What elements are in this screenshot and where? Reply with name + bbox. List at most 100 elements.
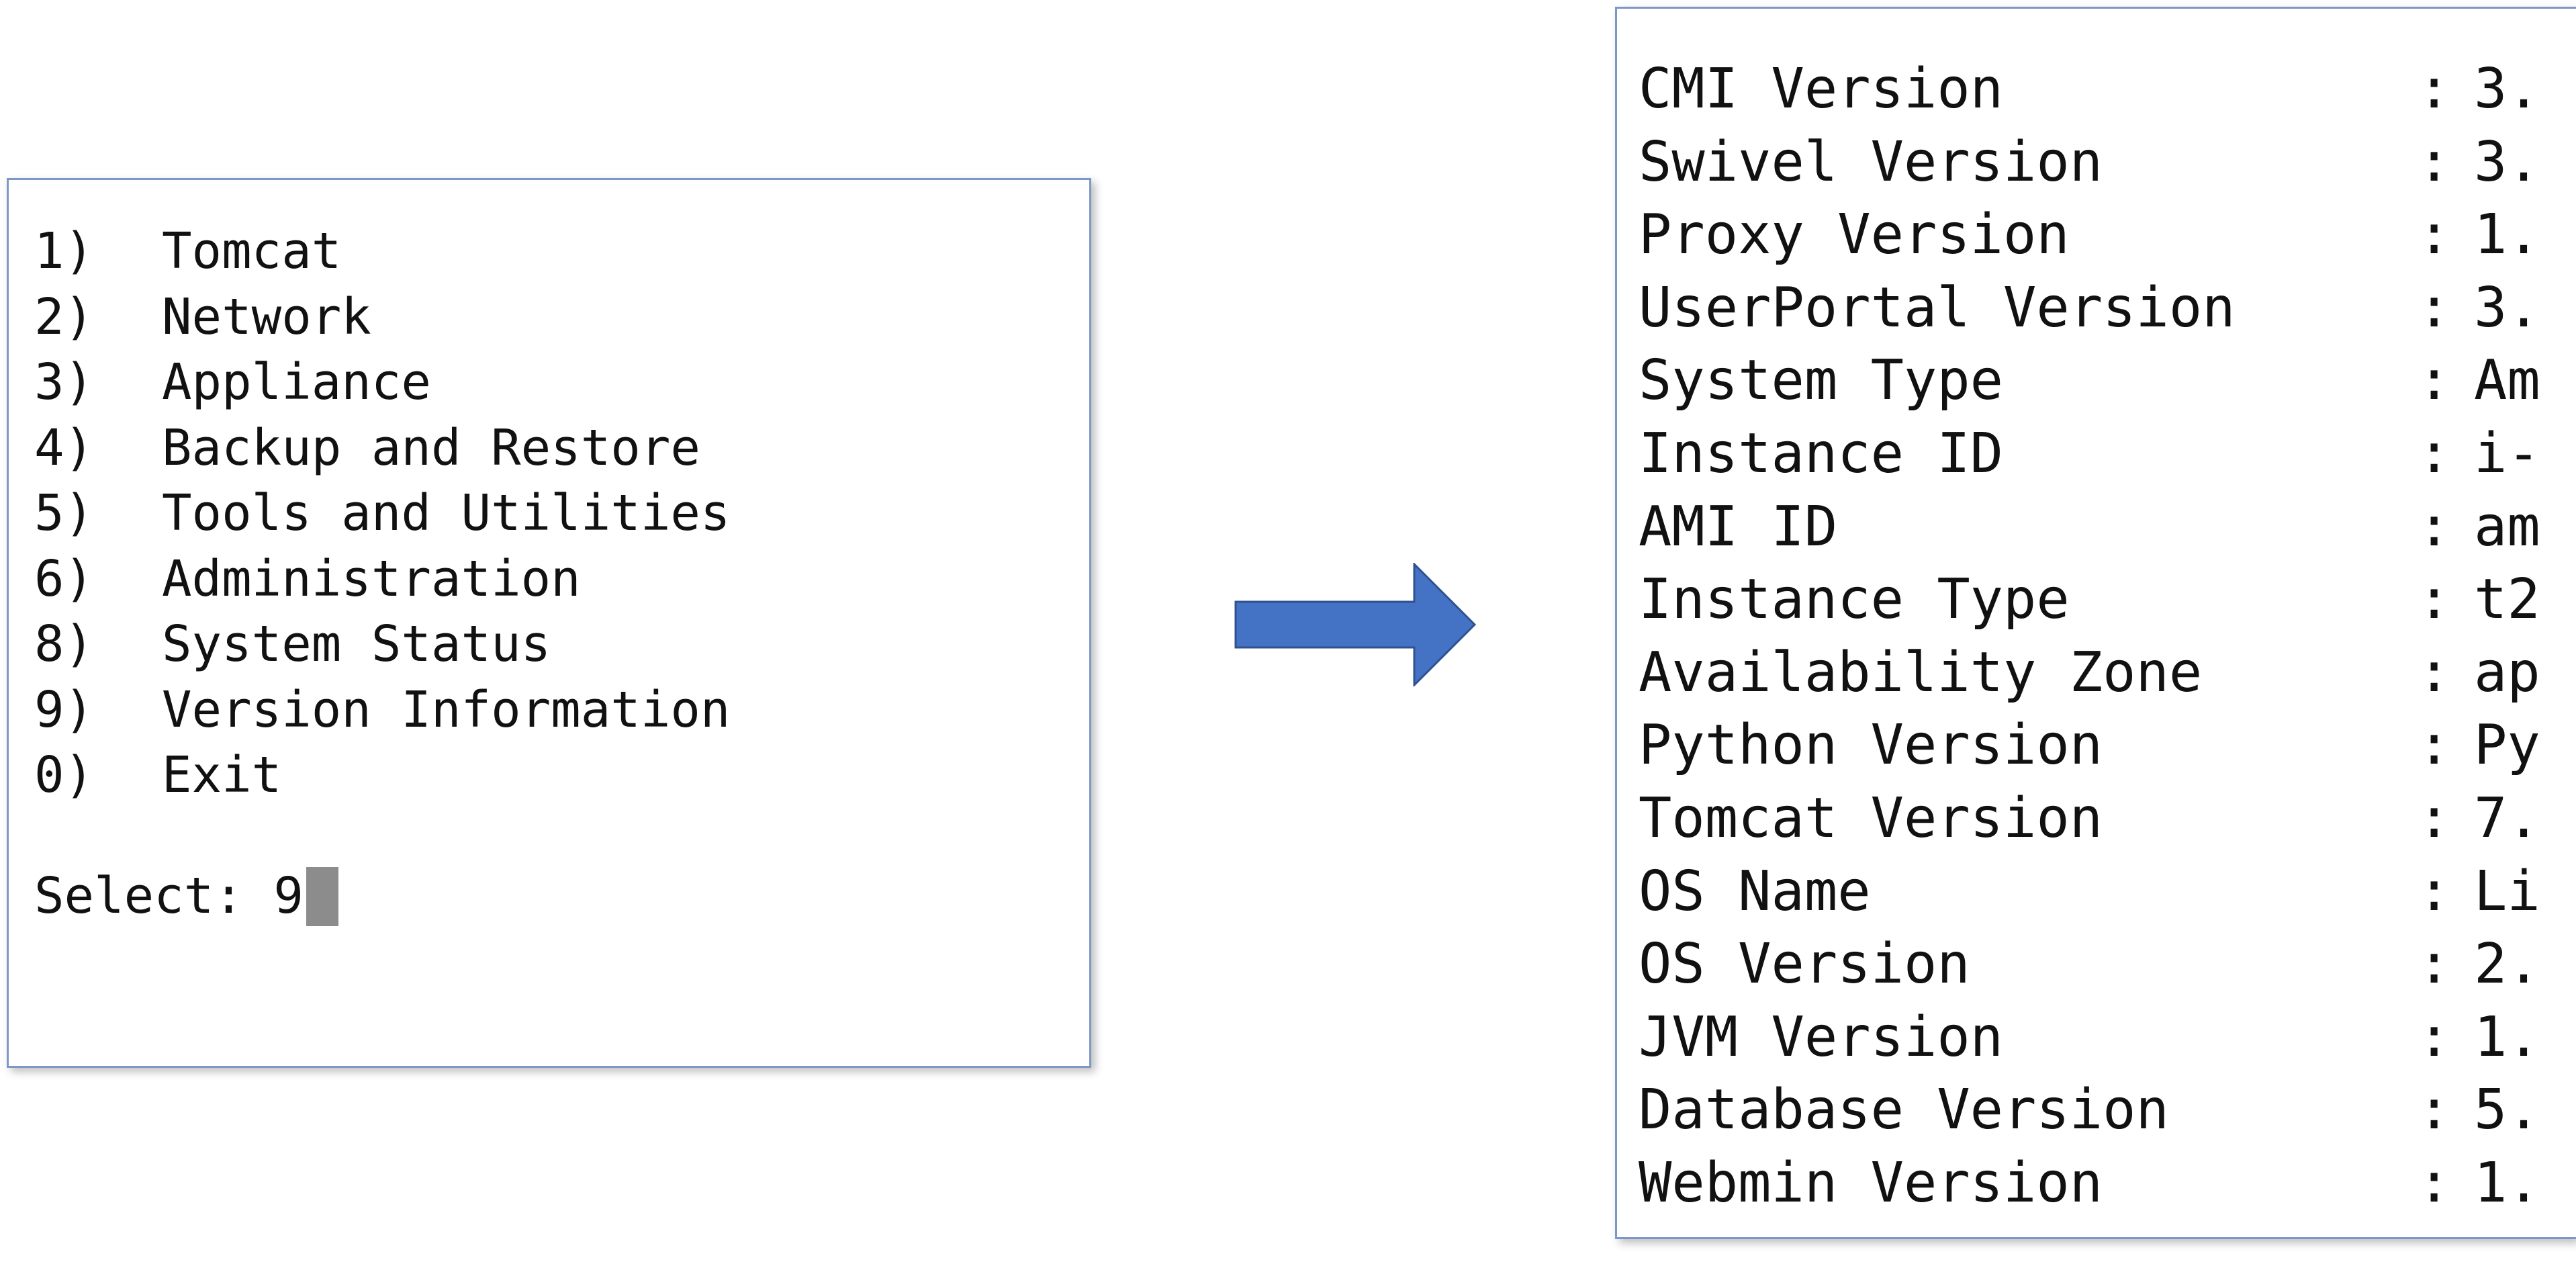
version-row-label: CMI Version <box>1639 57 2004 121</box>
version-row-value: Py <box>2474 713 2540 778</box>
version-row-value: 1. <box>2474 1150 2540 1215</box>
version-row: Availability Zone : ap <box>1639 637 2540 710</box>
version-row-value: Am <box>2474 349 2540 413</box>
menu-item-administration[interactable]: 6) Administration <box>34 547 730 613</box>
menu-item-number: 5) <box>34 484 95 542</box>
version-row-value: 3. <box>2474 275 2540 340</box>
version-row-separator: : <box>2418 859 2451 923</box>
version-row-label: AMI ID <box>1639 494 1838 559</box>
version-row: Instance Type : t2 <box>1639 563 2540 637</box>
version-row-label: Database Version <box>1639 1078 2169 1142</box>
menu-item-system-status[interactable]: 8) System Status <box>34 612 730 678</box>
version-row-separator: : <box>2418 1150 2451 1215</box>
menu-item-appliance[interactable]: 3) Appliance <box>34 350 730 416</box>
version-row: UserPortal Version : 3. <box>1639 272 2540 345</box>
version-row-label: Instance ID <box>1639 421 2004 486</box>
menu-item-number: 3) <box>34 353 95 411</box>
select-prompt[interactable]: Select: 9 <box>34 864 338 930</box>
menu-item-label: Version Information <box>162 680 731 739</box>
menu-item-number: 8) <box>34 615 95 673</box>
menu-item-label: System Status <box>162 615 551 673</box>
version-row-label: System Type <box>1639 349 2004 413</box>
version-row-separator: : <box>2418 203 2451 267</box>
version-row-label: Swivel Version <box>1639 130 2103 194</box>
version-row-value: i- <box>2474 421 2540 486</box>
version-row-value: 3. <box>2474 57 2540 121</box>
version-row-separator: : <box>2418 713 2451 778</box>
version-row-value: 1. <box>2474 203 2540 267</box>
version-row: Python Version : Py <box>1639 709 2540 782</box>
version-row-label: Instance Type <box>1639 568 2070 632</box>
menu-item-label: Network <box>162 287 371 346</box>
version-row-value: Li <box>2474 859 2540 923</box>
version-row-separator: : <box>2418 421 2451 486</box>
version-row-separator: : <box>2418 494 2451 559</box>
version-row: JVM Version : 1. <box>1639 1001 2540 1075</box>
version-row-label: Python Version <box>1639 713 2103 778</box>
version-row-separator: : <box>2418 275 2451 340</box>
version-row-label: JVM Version <box>1639 1005 2004 1069</box>
menu-item-backup-restore[interactable]: 4) Backup and Restore <box>34 416 730 482</box>
version-row: Swivel Version : 3. <box>1639 126 2540 199</box>
menu-item-version-information[interactable]: 9) Version Information <box>34 678 730 743</box>
version-row: CMI Version : 3. <box>1639 53 2540 126</box>
version-row-value: t2 <box>2474 568 2540 632</box>
version-row-separator: : <box>2418 1078 2451 1142</box>
menu-item-tools-utilities[interactable]: 5) Tools and Utilities <box>34 481 730 547</box>
menu-item-number: 1) <box>34 222 95 280</box>
version-row: Webmin Version : 1. <box>1639 1147 2540 1220</box>
version-row-separator: : <box>2418 640 2451 705</box>
version-row-value: 2. <box>2474 932 2540 997</box>
version-row-value: 7. <box>2474 786 2540 850</box>
version-row-separator: : <box>2418 349 2451 413</box>
version-row-separator: : <box>2418 786 2451 850</box>
version-row-value: ap <box>2474 640 2540 705</box>
menu-item-label: Appliance <box>162 353 431 411</box>
version-row-label: OS Version <box>1639 932 1970 997</box>
version-row: Proxy Version : 1. <box>1639 199 2540 272</box>
menu-item-label: Administration <box>162 549 581 608</box>
version-row-label: OS Name <box>1639 859 1871 923</box>
version-row-label: UserPortal Version <box>1639 275 2236 340</box>
version-info-list: CMI Version : 3. Swivel Version : 3. Pro… <box>1639 53 2540 1220</box>
version-row-separator: : <box>2418 57 2451 121</box>
version-row: OS Version : 2. <box>1639 928 2540 1001</box>
version-row-separator: : <box>2418 568 2451 632</box>
version-row-label: Proxy Version <box>1639 203 2070 267</box>
menu-item-label: Tomcat <box>162 222 342 280</box>
menu-item-number: 4) <box>34 418 95 477</box>
menu-item-label: Tools and Utilities <box>162 484 731 542</box>
version-row: AMI ID : am <box>1639 491 2540 564</box>
version-row: Instance ID : i- <box>1639 418 2540 491</box>
version-row-value: 1. <box>2474 1005 2540 1069</box>
menu-item-exit[interactable]: 0) Exit <box>34 743 730 809</box>
version-row-value: am <box>2474 494 2540 559</box>
version-row-label: Webmin Version <box>1639 1150 2103 1215</box>
version-row-label: Availability Zone <box>1639 640 2203 705</box>
select-prompt-label: Select: <box>34 867 274 925</box>
menu-item-number: 2) <box>34 287 95 346</box>
version-row: Tomcat Version : 7. <box>1639 782 2540 856</box>
menu-item-number: 9) <box>34 680 95 739</box>
menu-item-label: Backup and Restore <box>162 418 700 477</box>
version-row-separator: : <box>2418 130 2451 194</box>
terminal-cursor <box>306 866 338 926</box>
version-row: Database Version : 5. <box>1639 1074 2540 1147</box>
version-row-separator: : <box>2418 1005 2451 1069</box>
version-row-separator: : <box>2418 932 2451 997</box>
menu-item-number: 0) <box>34 746 95 804</box>
version-terminal-panel: CMI Version : 3. Swivel Version : 3. Pro… <box>1615 7 2576 1239</box>
menu-item-network[interactable]: 2) Network <box>34 285 730 351</box>
version-row: System Type : Am <box>1639 345 2540 418</box>
version-row: OS Name : Li <box>1639 856 2540 929</box>
menu-item-number: 6) <box>34 549 95 608</box>
menu-item-tomcat[interactable]: 1) Tomcat <box>34 219 730 285</box>
right-arrow-shape <box>1234 563 1476 686</box>
select-input-value[interactable]: 9 <box>273 867 304 925</box>
menu-item-label: Exit <box>162 746 282 804</box>
version-row-label: Tomcat Version <box>1639 786 2103 850</box>
menu-terminal-panel: 1) Tomcat 2) Network 3) Appliance 4) Bac… <box>7 178 1091 1068</box>
right-arrow-icon <box>1234 563 1476 686</box>
version-row-value: 3. <box>2474 130 2540 194</box>
menu-list: 1) Tomcat 2) Network 3) Appliance 4) Bac… <box>34 219 730 809</box>
